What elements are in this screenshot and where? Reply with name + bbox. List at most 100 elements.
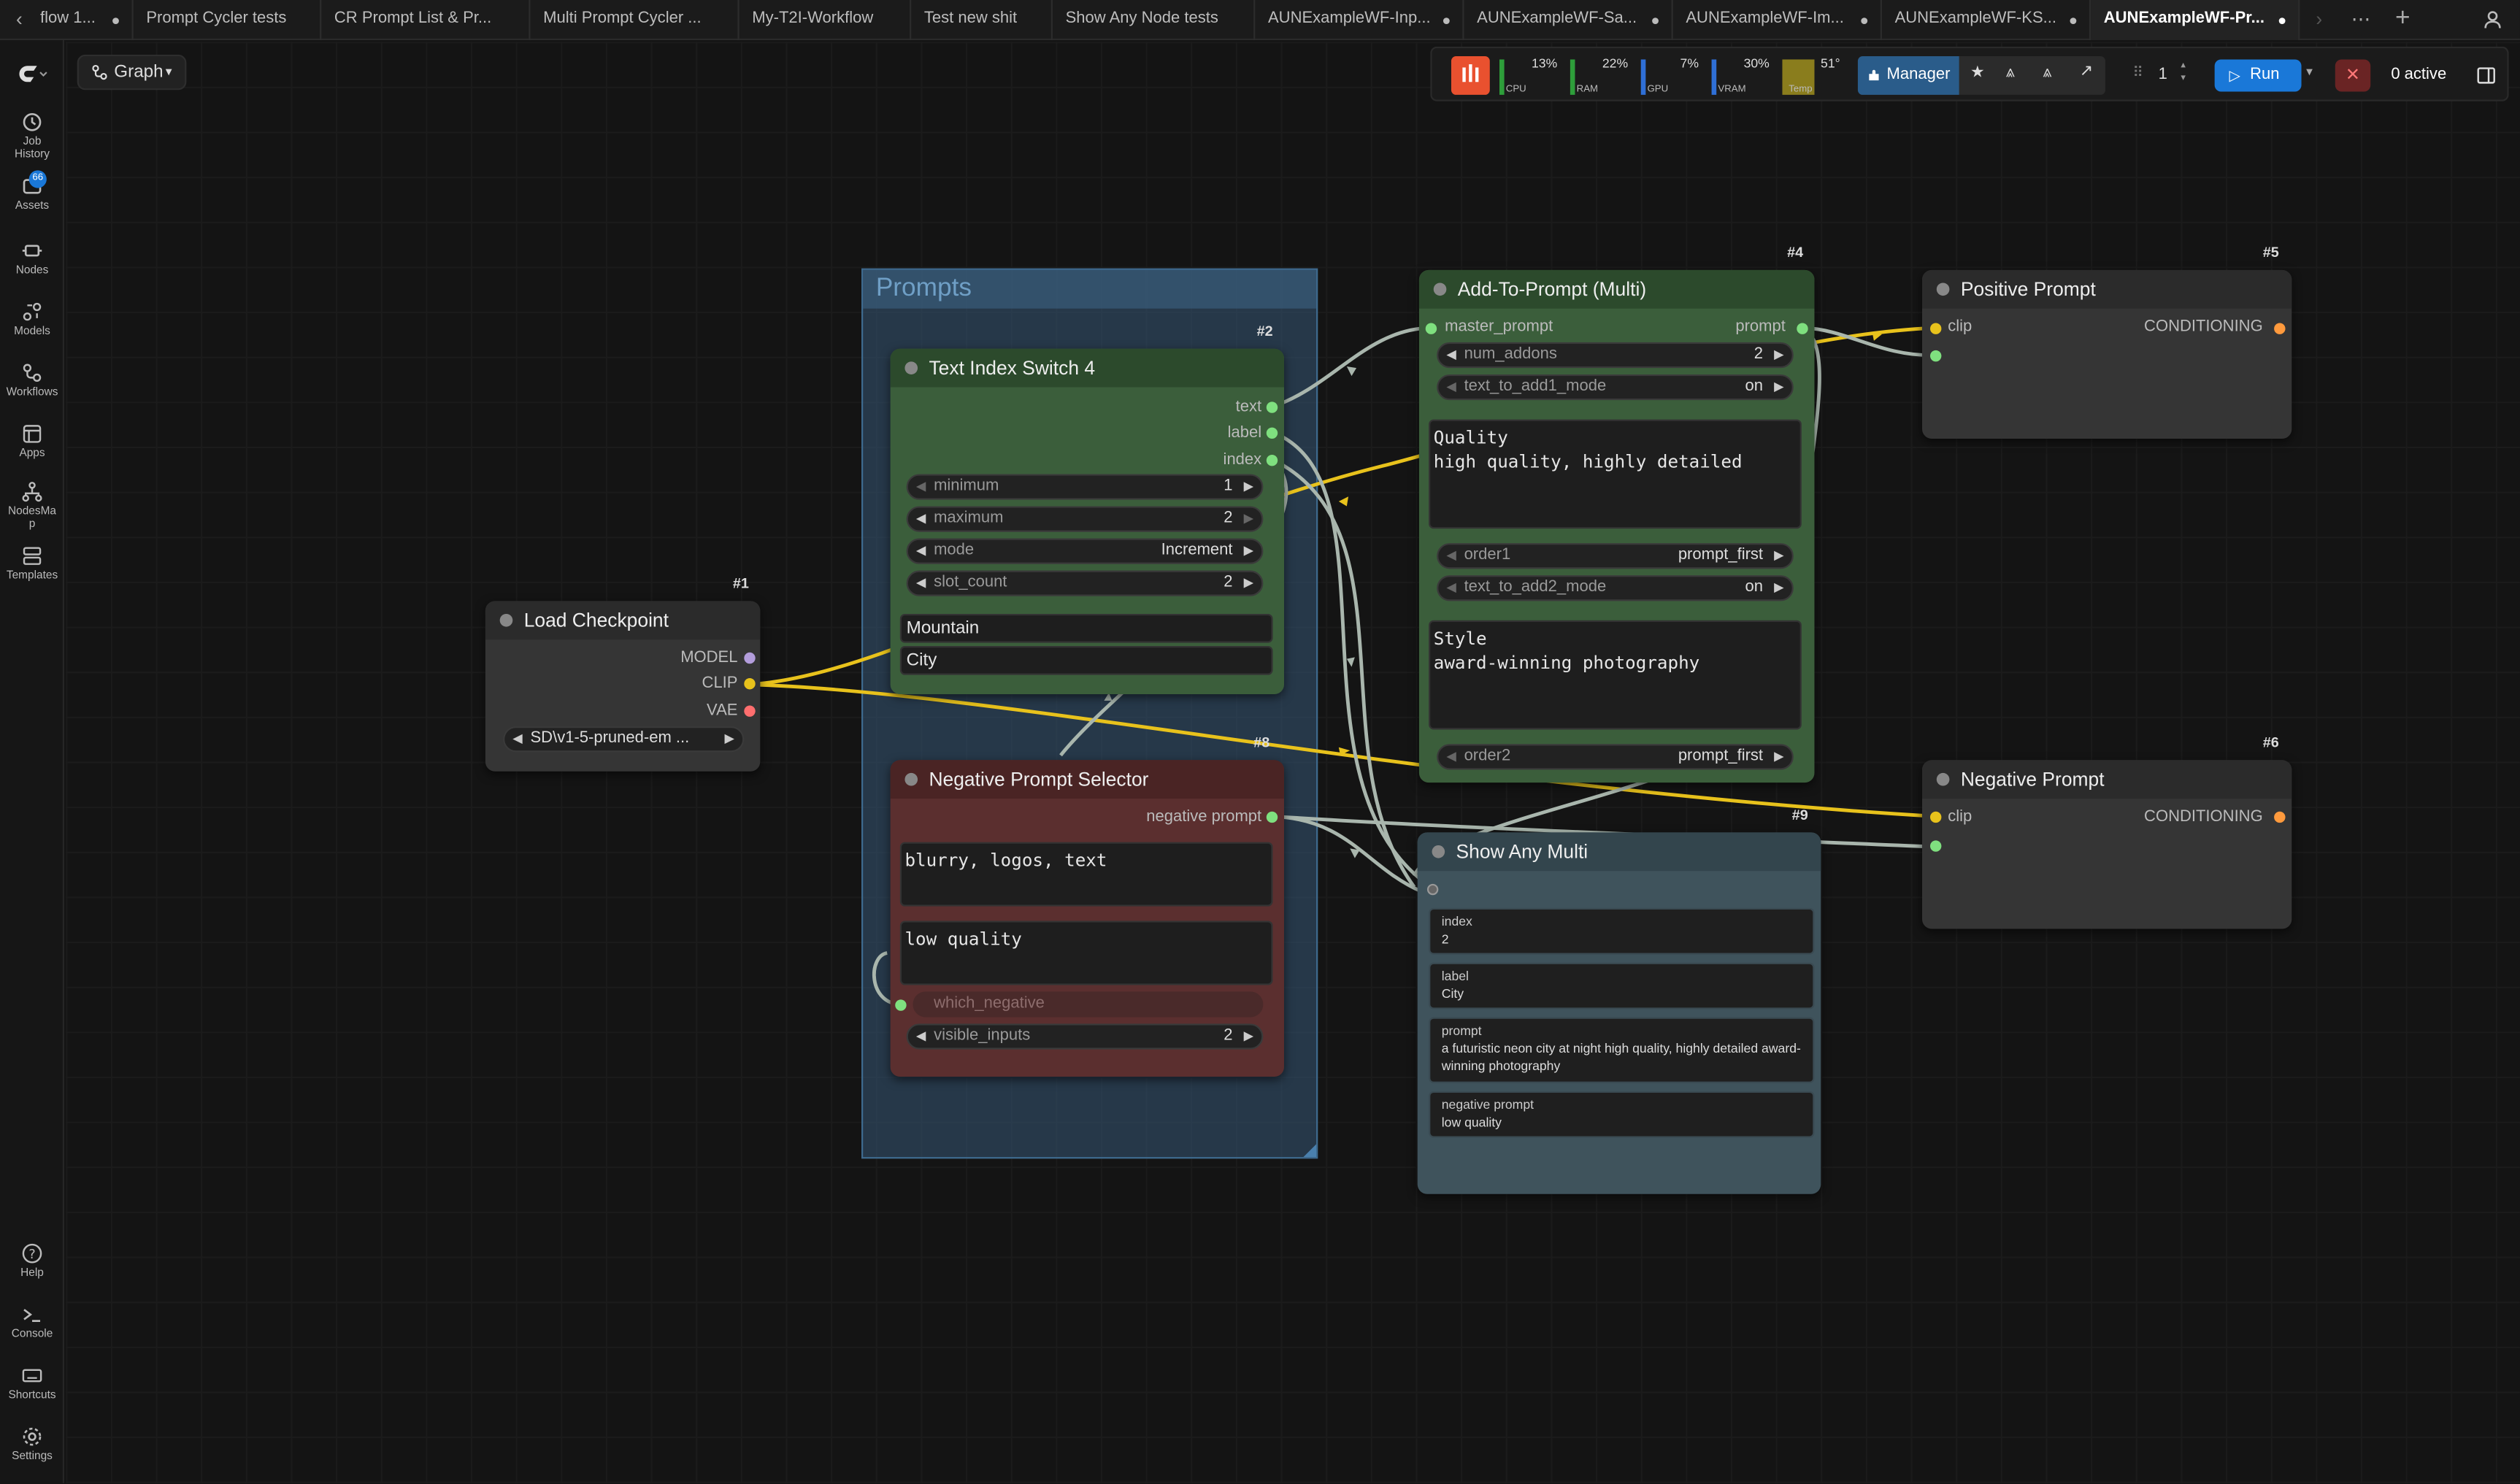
output-pin[interactable] [1797,323,1808,334]
arrow-right-icon[interactable]: ▶ [1243,575,1254,590]
arrow-left-icon[interactable]: ◀ [915,1028,926,1043]
output-pin[interactable] [1266,811,1278,823]
input-pin[interactable] [1930,811,1942,823]
negative-text-2[interactable]: low quality [899,920,1273,985]
tab[interactable]: flow 1... [27,0,134,41]
arrow-right-icon[interactable]: ▶ [1774,547,1784,563]
collapse-dot-icon[interactable] [1432,845,1445,858]
sidebar-item-assets[interactable]: 66 Assets [0,170,64,214]
cancel-button[interactable]: ✕ [2335,59,2371,92]
arrow-right-icon[interactable]: ▶ [724,731,735,746]
node-header[interactable]: Load Checkpoint [485,601,761,640]
tab[interactable]: AUNExampleWF-KS... [1882,0,2091,41]
tab[interactable]: Show Any Node tests [1053,0,1256,41]
sidebar-item-console[interactable]: Console [0,1303,64,1342]
more-icon[interactable]: ⋯ [2351,8,2371,31]
arrow-left-icon[interactable]: ◀ [1446,547,1456,563]
node-header[interactable]: Text Index Switch 4 [890,348,1284,388]
sidebar-item-nodes[interactable]: Nodes [0,239,64,278]
star-icon[interactable]: ★ [1970,64,1985,82]
output-pin[interactable] [2274,811,2286,823]
tab[interactable]: Prompt Cycler tests [134,0,322,41]
output-pin[interactable] [1266,401,1278,413]
text-input-2[interactable]: City [899,646,1273,675]
arrow-left-icon[interactable]: ◀ [915,511,926,526]
drag-handle-icon[interactable]: ⠿ [2132,64,2143,81]
node-load-checkpoint[interactable]: Load Checkpoint MODEL CLIP VAE ◀SD\v1-5-… [485,601,761,772]
text-to-add2[interactable]: Style award-winning photography [1429,620,1802,730]
arrow-left-icon[interactable]: ◀ [1446,379,1456,394]
back-chevron-icon[interactable]: ‹ [16,8,23,31]
sidebar-item-apps[interactable]: Apps [0,423,64,461]
tab-active[interactable]: AUNExampleWF-Pr... [2091,0,2300,41]
sidebar-item-models[interactable]: Models [0,301,64,339]
arrow-right-icon[interactable]: ▶ [1774,379,1784,394]
arrow-left-icon[interactable]: ◀ [512,731,523,746]
which-negative-widget[interactable]: which_negative [913,991,1264,1018]
arrow-right-icon[interactable]: ▶ [1243,511,1254,526]
sidebar-item-templates[interactable]: Templates [0,545,64,583]
group-title[interactable]: Prompts [863,269,1317,309]
output-pin[interactable] [744,705,756,717]
collapse-dot-icon[interactable] [904,772,918,786]
user-icon[interactable] [2478,5,2508,34]
node-text-index-switch[interactable]: Text Index Switch 4 text label index ◀mi… [890,348,1284,695]
input-pin[interactable] [895,999,907,1011]
sidebar-item-settings[interactable]: Settings [0,1426,64,1464]
batch-count-input[interactable]: 1▴▾ [2159,61,2200,91]
arrow-right-icon[interactable]: ▶ [1243,543,1254,558]
resize-handle-icon[interactable] [1303,1144,1317,1158]
input-pin[interactable] [1930,323,1942,334]
share-icon[interactable]: ↗ [2079,62,2094,81]
models-up-icon[interactable]: ⩓ [2043,64,2052,82]
collapse-dot-icon[interactable] [1433,282,1447,296]
nodes-up-icon[interactable]: ⩓ [2005,64,2015,82]
input-pin[interactable] [1930,840,1942,852]
arrow-left-icon[interactable]: ◀ [1446,347,1456,362]
arrow-right-icon[interactable]: ▶ [1774,580,1784,595]
new-tab-icon[interactable]: + [2394,4,2410,33]
arrow-left-icon[interactable]: ◀ [915,543,926,558]
input-pin[interactable] [1426,883,1439,896]
queue-logo-button[interactable] [1451,56,1490,95]
node-header[interactable]: Negative Prompt [1921,760,2292,799]
collapse-dot-icon[interactable] [1936,282,1950,296]
node-header[interactable]: Positive Prompt [1921,269,2292,309]
node-negative-prompt-selector[interactable]: Negative Prompt Selector negative prompt… [890,760,1284,1077]
node-header[interactable]: Show Any Multi [1417,832,1821,872]
stepper-icon[interactable]: ▴▾ [2181,61,2186,84]
node-add-to-prompt[interactable]: Add-To-Prompt (Multi) master_prompt prom… [1418,269,1815,783]
node-header[interactable]: Add-To-Prompt (Multi) [1418,269,1815,309]
node-negative-prompt[interactable]: Negative Prompt clip CONDITIONING [1921,760,2292,929]
arrow-right-icon[interactable]: ▶ [1774,347,1784,362]
input-pin[interactable] [1930,350,1942,362]
node-header[interactable]: Negative Prompt Selector [890,760,1284,799]
panel-toggle-icon[interactable] [2477,64,2496,93]
tab[interactable]: AUNExampleWF-Im... [1673,0,1882,41]
arrow-right-icon[interactable]: ▶ [1243,479,1254,493]
sidebar-item-shortcuts[interactable]: Shortcuts [0,1364,64,1403]
ckpt-name-combo[interactable]: ◀SD\v1-5-pruned-em ...▶ [503,726,745,753]
arrow-left-icon[interactable]: ◀ [915,479,926,493]
tab[interactable]: Test new shit [911,0,1053,41]
tab[interactable]: My-T2I-Workflow [740,0,912,41]
node-positive-prompt[interactable]: Positive Prompt clip CONDITIONING [1921,269,2292,439]
arrow-right-icon[interactable]: ▶ [1774,748,1784,764]
sidebar-item-job-history[interactable]: Job History [0,111,64,162]
tab[interactable]: CR Prompt List & Pr... [321,0,531,41]
arrow-left-icon[interactable]: ◀ [1446,580,1456,595]
output-pin[interactable] [1266,427,1278,439]
arrow-left-icon[interactable]: ◀ [915,575,926,590]
output-pin[interactable] [1266,455,1278,466]
arrow-right-icon[interactable]: ▶ [1243,1028,1254,1043]
logo-icon[interactable] [0,63,64,85]
collapse-dot-icon[interactable] [1936,772,1950,786]
